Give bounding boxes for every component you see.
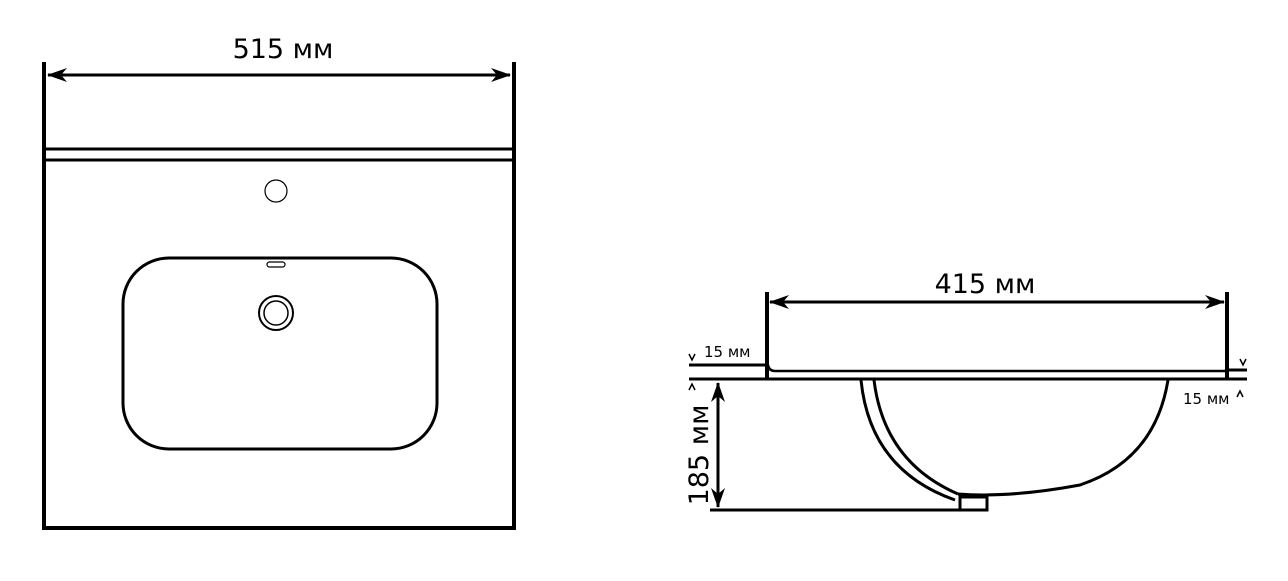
thickness-arrow-right-top	[1239, 358, 1247, 367]
thickness-arrow-left-top	[688, 353, 696, 362]
width-label: 515 мм	[233, 34, 334, 65]
basin-outline	[121, 256, 439, 451]
drain-outlet	[958, 495, 989, 512]
bowl-outer-inner	[872, 379, 959, 496]
counter-top-surface	[766, 364, 1227, 373]
left-thickness-label: 15 мм	[704, 343, 751, 361]
faucet-hole	[264, 179, 288, 203]
bowl-curve	[957, 379, 1170, 497]
thickness-arrow-left-bottom	[688, 382, 696, 391]
overflow-slot	[266, 261, 286, 268]
height-label: 185 мм	[684, 405, 715, 506]
side-view	[688, 292, 1247, 512]
thickness-arrow-right-bottom	[1236, 389, 1244, 398]
right-thickness-label: 15 мм	[1183, 390, 1230, 408]
drain-outer	[258, 295, 294, 331]
drain-inner	[263, 300, 289, 326]
bowl-outer-back	[859, 379, 956, 502]
inner-width-label: 415 мм	[935, 269, 1036, 300]
top-view	[42, 62, 516, 530]
